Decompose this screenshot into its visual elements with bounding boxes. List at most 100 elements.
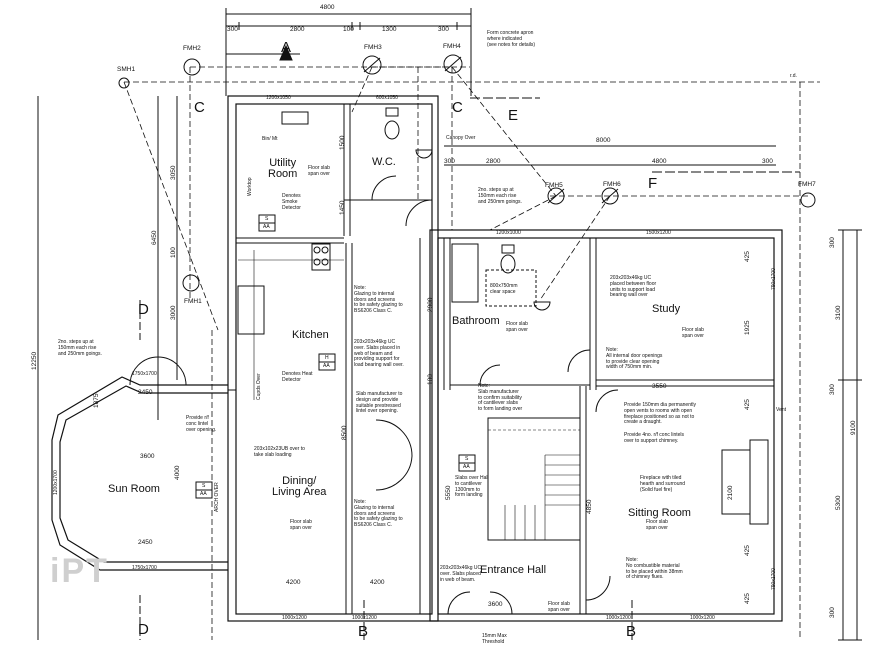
dim-study-1925: 1925 xyxy=(744,320,751,335)
note-study-uc: 203x203x46kg UC placed between floor uni… xyxy=(610,275,657,299)
dim-sitting-3550: 3550 xyxy=(652,383,667,390)
note-cupds: Cupds Over xyxy=(256,373,262,400)
dim-bath-100: 100 xyxy=(427,374,434,385)
marker-aa-sun: AA xyxy=(200,491,207,497)
note-rsj: 203x102x23UB over to take slab loading xyxy=(254,446,305,458)
slab-note-dining: Floor slab span over xyxy=(290,519,312,531)
dim-left-3000: 3000 xyxy=(170,305,177,320)
dim-right-300a: 300 xyxy=(829,237,836,248)
dim-mid-4800: 4800 xyxy=(652,158,667,165)
section-d-top: D xyxy=(138,301,149,318)
dim-sun-1875: 1875 xyxy=(93,393,100,408)
manhole-fmh2: FMH2 xyxy=(183,45,201,52)
dim-mid-300b: 300 xyxy=(762,158,773,165)
dim-right-5300: 5300 xyxy=(835,495,842,510)
note-smoke-detector: Denotes Smoke Detector xyxy=(282,193,301,211)
room-entrance: Entrance Hall xyxy=(480,564,547,576)
note-uc-hall: 203x203x46kg UC over. Slabs placed in we… xyxy=(440,565,482,583)
window-1750x1700-a: 1750x1700 xyxy=(132,371,157,377)
dim-425c: 425 xyxy=(744,545,751,556)
window-600x1050: 600x1050 xyxy=(376,95,398,101)
room-dining: Dining/ Living Area xyxy=(272,475,327,498)
room-utility: Utility Room xyxy=(268,157,298,180)
dim-425a: 425 xyxy=(744,251,751,262)
marker-aa-utility: AA xyxy=(263,224,270,230)
slab-note-hall: Floor slab span over xyxy=(548,601,570,613)
window-1200x1050: 1200x1050 xyxy=(266,95,291,101)
dim-kitchen-4200: 4200 xyxy=(370,579,385,586)
note-vent: Vent xyxy=(776,407,787,413)
note-fireplace: Fireplace with tiled hearth and surround… xyxy=(640,475,686,493)
dim-left-3050: 3050 xyxy=(170,165,177,180)
watermark-logo: iPT xyxy=(50,552,109,590)
note-threshold: 15mm Max Threshold xyxy=(482,633,507,645)
dim-top-100: 100 xyxy=(343,26,354,33)
manhole-fmh4: FMH4 xyxy=(443,43,461,50)
marker-s-sun: S xyxy=(202,483,206,489)
marker-h-kitchen: H xyxy=(325,355,329,361)
dim-top-1300: 1300 xyxy=(382,26,397,33)
dim-left-12250: 12250 xyxy=(31,351,38,370)
note-conc-lintel: Provide r/f conc lintel over opening. xyxy=(186,415,217,433)
dim-right-300c: 300 xyxy=(829,607,836,618)
note-slab-cantilever: Note: Slab manufacturer to confirm suita… xyxy=(478,383,523,412)
note-lintels: Provide 4no. r/f conc lintels over to su… xyxy=(624,432,685,444)
section-a: A xyxy=(281,39,292,56)
window-1000x1200-d: 1000x1200 xyxy=(690,615,715,621)
dim-sitting-2100: 2100 xyxy=(727,485,734,500)
dim-hall-5550: 5550 xyxy=(445,485,452,500)
section-c-right: C xyxy=(452,99,463,116)
section-f: F xyxy=(648,175,658,192)
window-790x1700-b: 790x1700 xyxy=(771,568,777,590)
dim-mid-8000: 8000 xyxy=(596,137,611,144)
manhole-fmh6: FMH6 xyxy=(603,181,621,188)
dim-bath-2900: 2900 xyxy=(427,297,434,312)
marker-s-utility: S xyxy=(265,216,269,222)
dim-425b: 425 xyxy=(744,399,751,410)
note-slab-manufacturer: Slab manufacturer to design and provide … xyxy=(356,391,403,415)
note-steps-left: 2no. steps up at 150mm each rise and 250… xyxy=(58,339,102,357)
room-sun: Sun Room xyxy=(108,483,160,495)
note-uc-beam: 203x203x46kg UC over. Slabs placed in we… xyxy=(354,339,404,368)
note-vents: Provide 150mm dia permanently open vents… xyxy=(624,402,696,426)
dim-dining-4200: 4200 xyxy=(286,579,301,586)
window-1200x1000: 1200x1000 xyxy=(496,230,521,236)
dim-top-300b: 300 xyxy=(438,26,449,33)
dim-mid-300: 300 xyxy=(444,158,455,165)
note-arch-over: ARCH OVER xyxy=(214,482,220,512)
dim-hall-4850: 4850 xyxy=(586,499,593,514)
dim-left-100: 100 xyxy=(170,247,177,258)
dim-425d: 425 xyxy=(744,593,751,604)
marker-aa-hall: AA xyxy=(463,464,470,470)
window-1200x1700: 1200x1700 xyxy=(53,470,59,495)
room-wc: W.C. xyxy=(372,156,396,168)
dim-sun-4000: 4000 xyxy=(174,465,181,480)
dim-right-9100: 9100 xyxy=(850,420,857,435)
marker-s-hall: S xyxy=(465,456,469,462)
slab-note-sitting: Floor slab span over xyxy=(646,519,668,531)
dim-sun-2450b: 2450 xyxy=(138,539,153,546)
manhole-smh1: SMH1 xyxy=(117,66,136,73)
section-b-left: B xyxy=(358,623,369,640)
marker-aa-kitchen: AA xyxy=(323,363,330,369)
slab-note-study: Floor slab span over xyxy=(682,327,704,339)
dim-dining-8500: 8500 xyxy=(341,425,348,440)
room-study: Study xyxy=(652,303,681,315)
section-b-right: B xyxy=(626,623,637,640)
room-bathroom: Bathroom xyxy=(452,315,500,327)
window-1000x1200-c: 1000x1200 xyxy=(606,615,631,621)
room-sitting: Sitting Room xyxy=(628,507,691,519)
dim-util-1450: 1450 xyxy=(339,200,346,215)
window-1750x1700-b: 1750x1700 xyxy=(132,565,157,571)
note-bin: Bin/ Mt xyxy=(262,136,278,142)
dim-top-300a: 300 xyxy=(227,26,238,33)
note-clear-space: 800x750mm clear space xyxy=(490,283,518,295)
dim-top-overall: 4800 xyxy=(320,4,335,11)
note-rd: r.d. xyxy=(790,73,797,79)
note-worktop: Worktop xyxy=(247,177,253,196)
note-canopy: Canopy Over xyxy=(446,135,476,141)
dim-top-2800: 2800 xyxy=(290,26,305,33)
slab-note-bathroom: Floor slab span over xyxy=(506,321,528,333)
section-c-left: C xyxy=(194,99,205,116)
